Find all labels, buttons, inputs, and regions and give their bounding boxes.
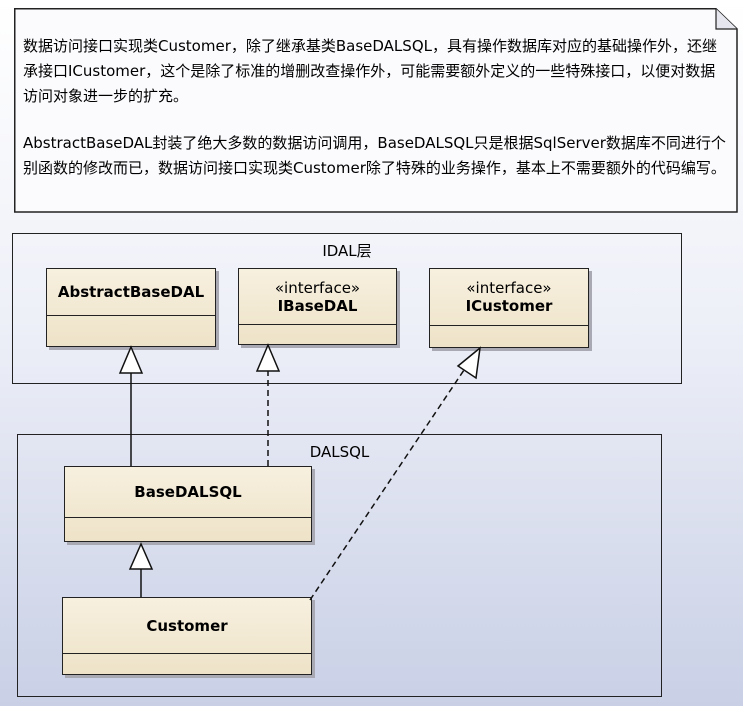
package-dalsql-label: DALSQL (309, 443, 370, 461)
note-shape (14, 8, 738, 213)
interface-ibase-dal-stereotype: «interface» (274, 278, 361, 297)
note-paragraph-2: AbstractBaseDAL封装了绝大多数的数据访问调用，BaseDALSQL… (23, 134, 726, 177)
interface-icustomer[interactable]: «interface» ICustomer (429, 268, 589, 348)
interface-ibase-dal[interactable]: «interface» IBaseDAL (238, 268, 397, 345)
note-paragraph-1: 数据访问接口实现类Customer，除了继承基类BaseDALSQL，具有操作数… (23, 37, 717, 105)
interface-ibase-dal-name: IBaseDAL (277, 296, 358, 315)
class-customer-name: Customer (146, 616, 228, 635)
class-base-dal-sql-name: BaseDALSQL (134, 483, 242, 501)
uml-note: 数据访问接口实现类Customer，除了继承基类BaseDALSQL，具有操作数… (14, 8, 738, 213)
class-abstract-base-dal-name: AbstractBaseDAL (57, 283, 205, 301)
interface-icustomer-name: ICustomer (465, 297, 553, 315)
class-abstract-base-dal[interactable]: AbstractBaseDAL (46, 268, 216, 347)
package-idal-label: IDAL层 (322, 242, 372, 260)
class-customer[interactable]: Customer (62, 597, 312, 675)
class-base-dal-sql[interactable]: BaseDALSQL (64, 466, 312, 542)
interface-icustomer-stereotype: «interface» (466, 279, 552, 297)
